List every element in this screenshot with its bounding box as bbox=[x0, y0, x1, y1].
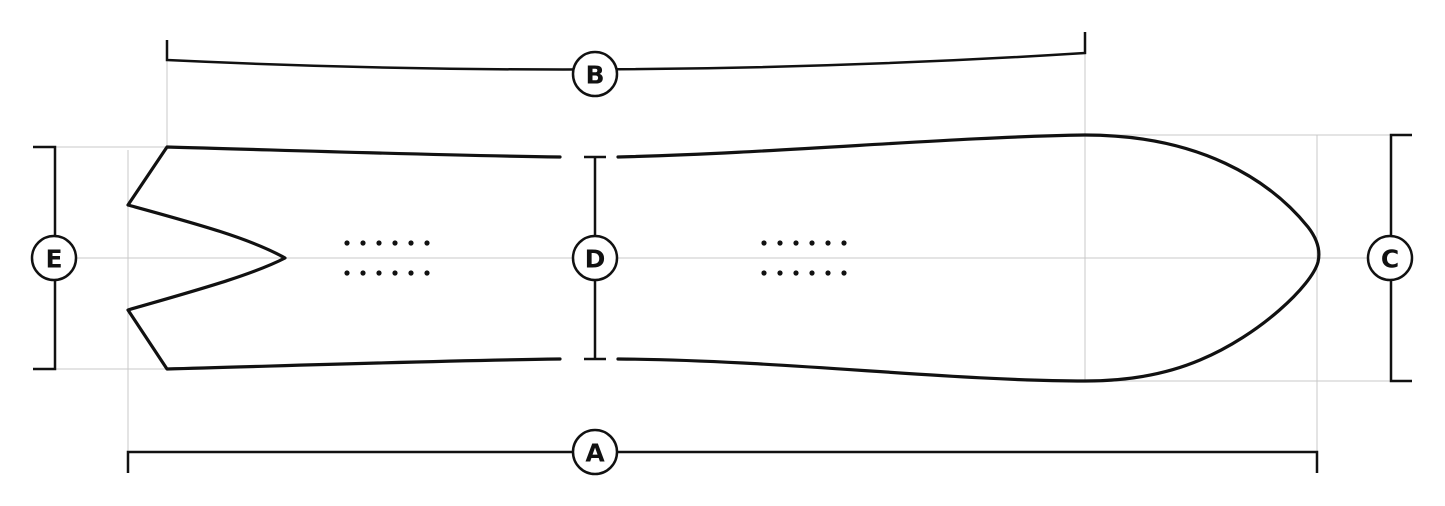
insert-hole bbox=[376, 270, 382, 276]
insert-hole bbox=[825, 240, 831, 246]
dimension-c-badge bbox=[1366, 234, 1414, 282]
dimension-b-line bbox=[165, 32, 1087, 71]
dimension-a-line bbox=[126, 450, 1319, 473]
dimension-b: B bbox=[165, 32, 1087, 98]
insert-hole bbox=[809, 240, 815, 246]
dimension-b-label: B bbox=[585, 61, 604, 90]
insert-hole bbox=[376, 240, 382, 246]
insert-hole bbox=[761, 270, 767, 276]
insert-hole bbox=[408, 270, 414, 276]
insert-hole bbox=[360, 270, 366, 276]
dimension-a-label: A bbox=[585, 439, 605, 468]
insert-hole bbox=[793, 270, 799, 276]
insert-hole bbox=[408, 240, 414, 246]
dimension-e: E bbox=[30, 145, 78, 371]
dimension-b-badge bbox=[571, 50, 619, 98]
insert-hole bbox=[392, 270, 398, 276]
dimension-c-label: C bbox=[1381, 245, 1399, 274]
insert-hole bbox=[392, 240, 398, 246]
insert-hole bbox=[344, 240, 350, 246]
insert-hole bbox=[809, 270, 815, 276]
insert-hole bbox=[777, 270, 783, 276]
dimension-a: A bbox=[126, 428, 1319, 476]
insert-hole bbox=[360, 240, 366, 246]
dimension-c: C bbox=[1366, 133, 1414, 383]
dimension-d: D bbox=[571, 155, 619, 361]
insert-hole bbox=[841, 240, 847, 246]
dimension-e-badge bbox=[30, 234, 78, 282]
insert-hole bbox=[424, 240, 430, 246]
dimension-e-label: E bbox=[45, 245, 62, 274]
insert-hole bbox=[793, 240, 799, 246]
insert-hole bbox=[424, 270, 430, 276]
dimension-a-badge bbox=[571, 428, 619, 476]
insert-hole bbox=[777, 240, 783, 246]
board-outline-tail-and-top bbox=[126, 145, 562, 371]
snowboard-outline bbox=[126, 133, 1321, 383]
insert-hole bbox=[825, 270, 831, 276]
binding-inserts-front bbox=[761, 240, 847, 276]
board-outline-nose bbox=[616, 133, 1321, 383]
binding-inserts-rear bbox=[344, 240, 430, 276]
guide-lines bbox=[55, 40, 1410, 465]
insert-hole bbox=[761, 240, 767, 246]
insert-hole bbox=[841, 270, 847, 276]
insert-hole bbox=[344, 270, 350, 276]
dimension-d-label: D bbox=[585, 245, 606, 274]
dimension-d-badge bbox=[571, 234, 619, 282]
